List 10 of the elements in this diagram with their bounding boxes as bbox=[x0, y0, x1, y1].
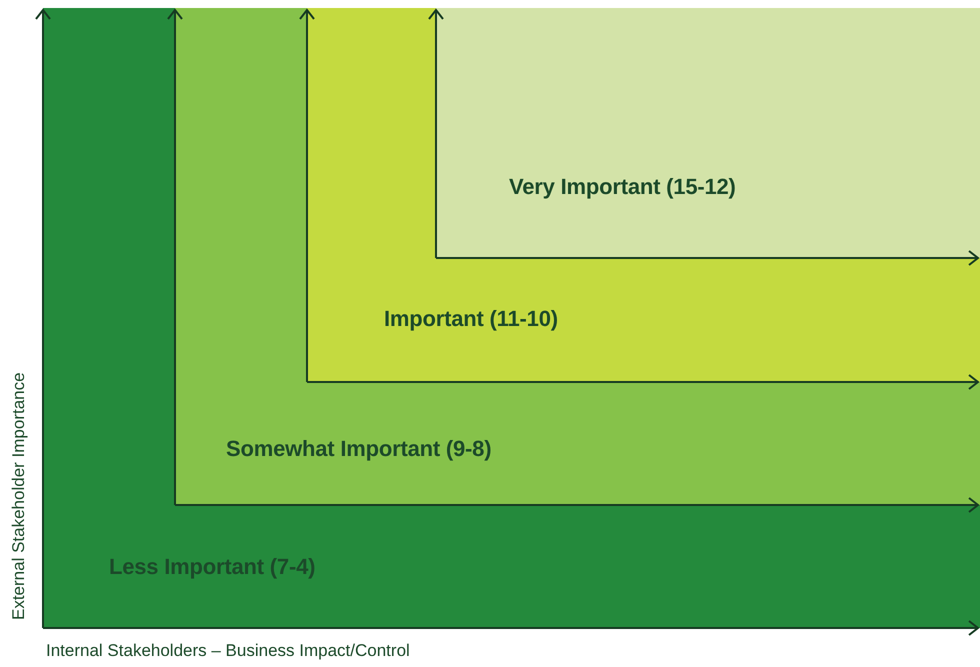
axis-title: External Stakeholder Importance bbox=[9, 372, 29, 620]
importance-band bbox=[175, 8, 980, 505]
axis-title: Internal Stakeholders – Business Impact/Control bbox=[46, 641, 410, 661]
band-label: Important (11-10) bbox=[384, 306, 558, 332]
importance-band bbox=[436, 8, 980, 258]
importance-band bbox=[43, 8, 980, 628]
band-label: Somewhat Important (9-8) bbox=[226, 436, 492, 462]
importance-band bbox=[307, 8, 980, 382]
band-label: Very Important (15-12) bbox=[509, 174, 736, 200]
band-label: Less Important (7-4) bbox=[109, 554, 316, 580]
